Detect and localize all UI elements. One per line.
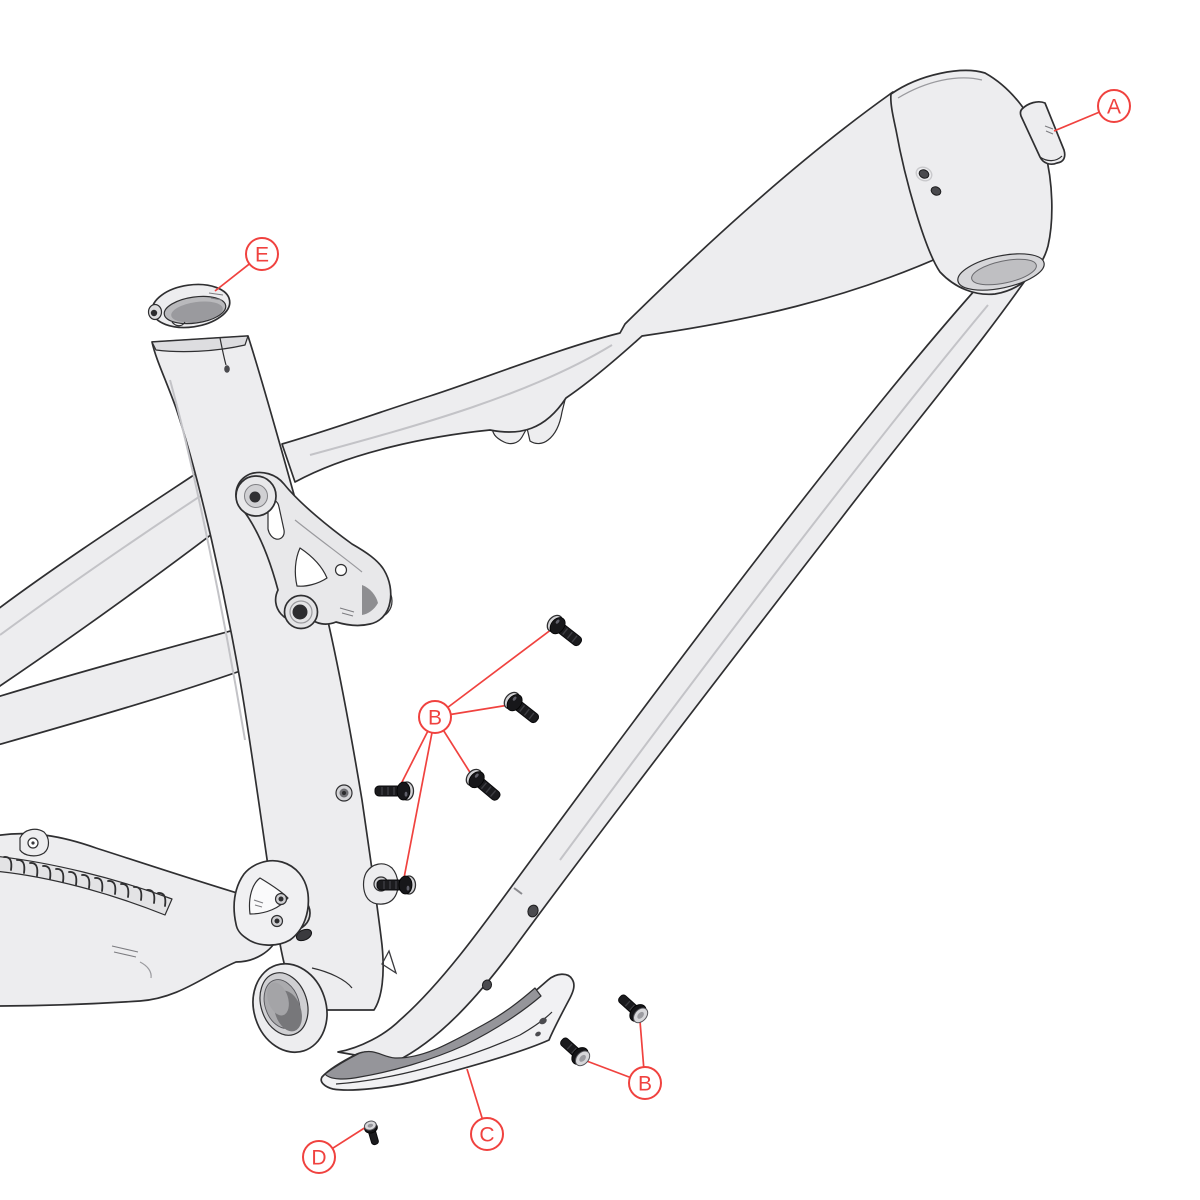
seat-stays [0,446,300,746]
callout-e-letter: E [255,244,269,267]
frame-vent-mark [381,949,398,975]
protector-hole [535,1031,541,1037]
chain-stay [0,828,281,1007]
chain-guide-cutout [248,877,289,915]
mounting-bolt [462,765,505,806]
callout-d-letter: D [311,1147,326,1170]
callout-c: C [470,1117,504,1151]
clevis-recess [362,585,378,615]
rocker-cutout [294,547,328,587]
frame-illustration [0,69,1053,1063]
seat-tube-slot-hole [224,365,230,373]
mounting-bolt [500,688,544,729]
head-tube [889,69,1053,296]
protector-top-face [324,987,542,1080]
callout-c-letter: C [479,1124,494,1147]
cable-port [930,186,942,196]
chainstay-protector [0,856,173,916]
seatpost-clamp-part-e [147,283,231,329]
seat-tube-opening [151,335,249,353]
small-screw-part-d [362,1119,383,1147]
headtube-cover-part-a [1019,100,1066,166]
mounting-bolt [374,781,415,801]
guide-logo-mark [253,899,264,908]
callout-a: A [1097,89,1131,123]
callout-b-letter: B [428,707,442,730]
guard-mount-hole [527,904,539,918]
down-tube-details [381,887,539,991]
seat-tube-slot [219,337,227,366]
callout-d: D [302,1140,336,1174]
mounting-bolt [543,611,587,652]
chainstay-protector-ribs [3,856,167,907]
guard-mount-hole [481,979,493,991]
cover-logo-mark [1044,125,1054,135]
downtube-protector-part-c [320,973,575,1091]
cable-port [918,169,930,179]
pivot-lug [295,928,313,942]
collar-logo-mark [208,292,224,301]
callout-e: E [245,237,279,271]
callouts: A E B B C D [245,89,1131,1174]
mounting-bolt [555,1032,594,1070]
callout-b-bottom: B [628,1066,662,1100]
callout-b-letter: B [638,1073,652,1096]
protector-hole [539,1017,547,1025]
callout-b-mid: B [418,700,452,734]
chainstay-logo-mark [111,945,139,958]
callout-a-letter: A [1107,96,1121,119]
mounting-bolt [613,989,652,1027]
rocker-link [235,471,393,630]
down-tube [337,249,1047,1063]
chain-guide-mount [233,859,313,946]
rocker-logo-mark [339,607,355,617]
bottom-bracket-shell [252,962,353,1054]
top-tube [281,91,961,483]
clevis-hole [334,563,348,577]
